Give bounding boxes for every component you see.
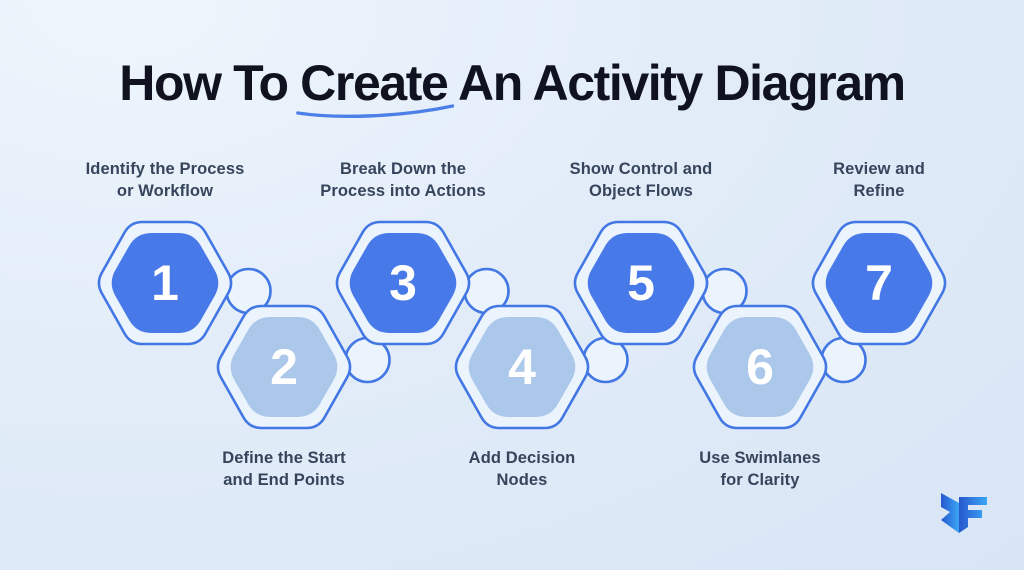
title-highlight-text: Create <box>300 55 449 111</box>
step-hexagon-fill-2 <box>230 317 338 417</box>
step-label-4: Add Decision Nodes <box>468 449 576 489</box>
step-number-1: 1 <box>151 255 179 311</box>
title-post: An Activity Diagram <box>447 55 906 111</box>
step-number-4: 4 <box>508 339 536 395</box>
brand-logo-icon <box>941 493 987 533</box>
step-number-7: 7 <box>865 255 893 311</box>
step-number-5: 5 <box>627 255 655 311</box>
step-hexagon-fill-7 <box>825 233 933 333</box>
step-label-6: Use Swimlanes for Clarity <box>699 449 821 489</box>
step-hexagon-fill-4 <box>468 317 576 417</box>
step-hexagon-fill-3 <box>349 233 457 333</box>
step-hexagon-fill-5 <box>587 233 695 333</box>
step-label-7: Review and Refine <box>833 160 925 200</box>
step-label-1: Identify the Process or Workflow <box>85 160 245 200</box>
title-underline-swoosh-icon <box>296 104 455 119</box>
step-number-2: 2 <box>270 339 298 395</box>
title-highlight-create: Create <box>296 55 455 119</box>
step-label-5: Show Control and Object Flows <box>569 160 713 200</box>
step-label-2: Define the Start and End Points <box>222 449 346 489</box>
step-hexagon-fill-6 <box>706 317 814 417</box>
page-title: How To Create An Activity Diagram <box>0 55 1024 119</box>
step-number-3: 3 <box>389 255 417 311</box>
step-number-6: 6 <box>746 339 774 395</box>
step-label-3: Break Down the Process into Actions <box>320 160 486 200</box>
title-pre: How To <box>119 55 301 111</box>
step-hexagon-fill-1 <box>111 233 219 333</box>
